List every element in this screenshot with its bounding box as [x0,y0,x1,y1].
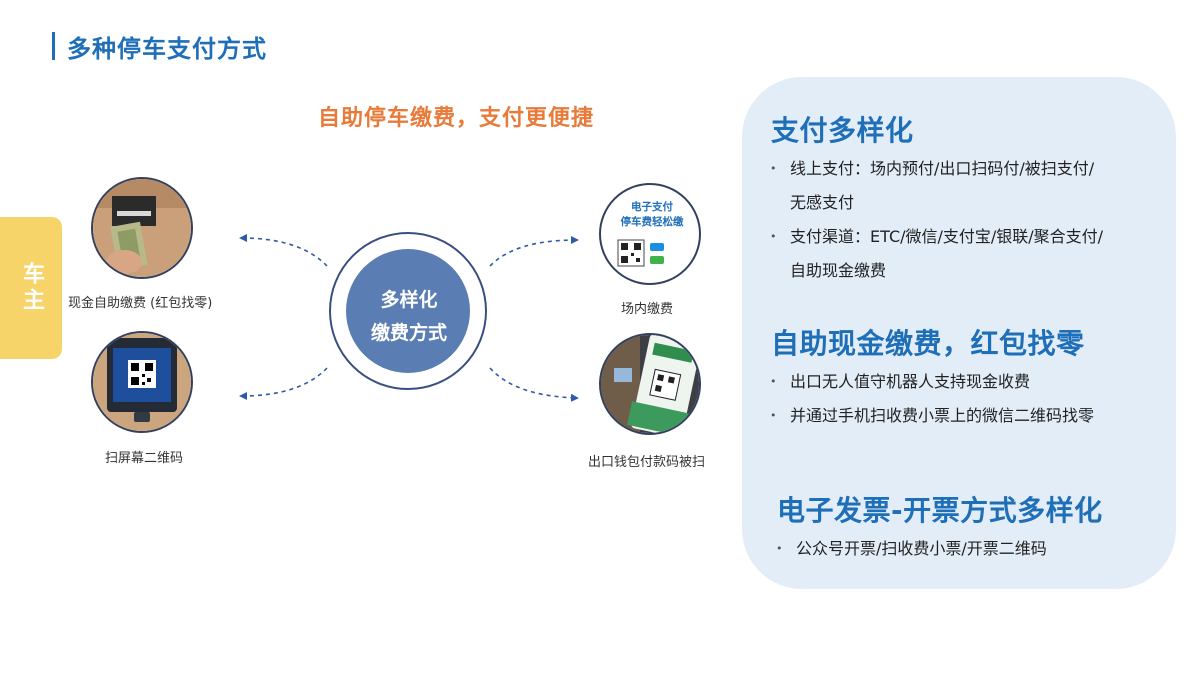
title-accent-bar [52,32,55,60]
owner-side-tab: 车主 [0,217,62,359]
screen-qr-image [91,331,193,433]
list-item: 支付渠道：ETC/微信/支付宝/银联/聚合支付/自助现金缴费 [770,220,1103,288]
center-node-line1: 多样化 [380,289,438,311]
payment-diagram [91,177,701,435]
arrow-to-in-lot-payment [489,236,579,267]
page-title: 多种停车支付方式 [52,30,267,63]
list-item: 并通过手机扫收费小票上的微信二维码找零 [770,399,1094,433]
features-panel: 支付多样化 线上支付：场内预付/出口扫码付/被扫支付/无感支付 支付渠道：ETC… [742,77,1176,589]
in-lot-payment-image [599,183,701,285]
list-item: 公众号开票/扫收费小票/开票二维码 [776,532,1047,566]
cash-payment-image [91,177,193,279]
arrow-to-exit-wallet-scan [489,367,579,402]
arrow-to-screen-qr [239,367,328,400]
section-title-e-invoice: 电子发票-开票方式多样化 [777,494,1103,527]
sticker-line1: 电子支付 [631,201,673,213]
list-item: 出口无人值守机器人支持现金收费 [770,365,1094,399]
sticker-line2: 停车费轻松缴 [620,216,684,228]
exit-wallet-scan-label: 出口钱包付款码被扫 [588,455,706,470]
diagram-subtitle: 自助停车缴费，支付更便捷 [318,106,595,131]
payment-diversity-list: 线上支付：场内预付/出口扫码付/被扫支付/无感支付 支付渠道：ETC/微信/支付… [770,152,1103,288]
center-node [329,232,487,390]
center-node-line2: 缴费方式 [370,322,447,344]
section-title-payment-diversity: 支付多样化 [771,114,914,147]
e-invoice-list: 公众号开票/扫收费小票/开票二维码 [776,532,1047,566]
exit-wallet-scan-image [599,333,701,435]
screen-qr-label: 扫屏幕二维码 [105,451,184,466]
cash-payment-label: 现金自助缴费 (红包找零) [68,296,213,311]
arrow-to-cash-payment [239,234,328,267]
owner-side-tab-label: 车主 [19,262,44,314]
in-lot-payment-label: 场内缴费 [621,302,674,317]
cash-payment-list: 出口无人值守机器人支持现金收费 并通过手机扫收费小票上的微信二维码找零 [770,365,1094,433]
in-lot-sticker-text: 电子支付 停车费轻松缴 [612,200,692,230]
center-node-label: 多样化 缴费方式 [354,284,464,350]
section-title-cash-payment: 自助现金缴费，红包找零 [771,327,1085,360]
page-title-text: 多种停车支付方式 [67,34,267,63]
list-item: 线上支付：场内预付/出口扫码付/被扫支付/无感支付 [770,152,1103,220]
